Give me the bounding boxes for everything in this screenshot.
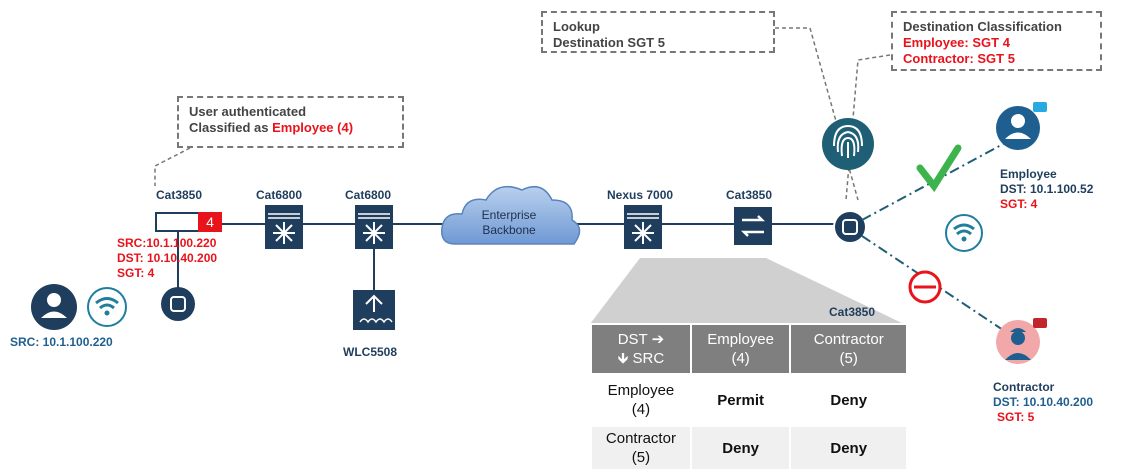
dest-callout-contractor: Contractor: SGT 5 bbox=[903, 51, 1015, 66]
contractor-user-icon bbox=[996, 318, 1047, 364]
packet-dst: DST: 10.10.40.200 bbox=[117, 251, 218, 265]
lookup-callout-line2: Destination SGT 5 bbox=[553, 35, 665, 50]
matrix-row1-line2: (5) bbox=[631, 449, 651, 466]
matrix-row0-line1: Employee bbox=[607, 382, 675, 399]
cat3850-right-switch-icon bbox=[734, 207, 772, 245]
cat3850-left-label: Cat3850 bbox=[156, 188, 203, 202]
packet-info: SRC:10.1.100.220 DST: 10.10.40.200 SGT: … bbox=[117, 236, 217, 281]
matrix-corner-cell: DST ➔ 🡻 SRC bbox=[590, 323, 692, 375]
contractor-name: Contractor bbox=[993, 380, 1055, 394]
cat3850-table-label: Cat3850 bbox=[829, 305, 876, 319]
lookup-leader bbox=[775, 27, 859, 201]
contractor-sgt: SGT: 5 bbox=[997, 410, 1035, 424]
employee-dst: DST: 10.1.100.52 bbox=[1000, 182, 1094, 196]
matrix-row-label: Employee (4) bbox=[590, 373, 692, 427]
sgt-tag-label: 4 bbox=[206, 214, 214, 230]
matrix-row1-line1: Contractor bbox=[605, 430, 676, 447]
zoom-funnel bbox=[590, 258, 904, 324]
backbone-label-line2: Backbone bbox=[482, 223, 536, 237]
nexus7000-switch-icon bbox=[624, 205, 662, 249]
cat6800-a-label: Cat6800 bbox=[256, 188, 303, 202]
auth-callout-line1: User authenticated bbox=[189, 104, 307, 119]
packet-sgt: SGT: 4 bbox=[117, 266, 155, 280]
contractor-dst: DST: 10.10.40.200 bbox=[993, 395, 1094, 409]
auth-leader bbox=[154, 147, 191, 186]
backbone-label-line1: Enterprise bbox=[481, 208, 537, 222]
matrix-col-employee: Employee (4) bbox=[689, 323, 792, 375]
permit-check-icon bbox=[916, 144, 962, 193]
matrix-row-employee: Employee (4) Permit Deny bbox=[590, 373, 908, 427]
cat6800-b-label: Cat6800 bbox=[345, 188, 392, 202]
packet-src: SRC:10.1.100.220 bbox=[117, 236, 217, 250]
cat6800-b-switch-icon bbox=[355, 205, 393, 249]
cat3850-right-label: Cat3850 bbox=[726, 188, 773, 202]
matrix-col2-line2: (5) bbox=[839, 350, 858, 367]
wlc5508-label: WLC5508 bbox=[343, 345, 398, 359]
matrix-cell-permit: Permit bbox=[689, 373, 792, 427]
employee-user-icon bbox=[996, 102, 1047, 150]
nexus7000-label: Nexus 7000 bbox=[607, 188, 674, 202]
auth-callout-prefix: Classified as bbox=[189, 120, 273, 135]
employee-sgt: SGT: 4 bbox=[1000, 197, 1038, 211]
deny-icon bbox=[908, 270, 942, 304]
contractor-info: Contractor DST: 10.10.40.200 SGT: 5 bbox=[993, 380, 1093, 425]
cat3850-left-switch-icon bbox=[155, 212, 222, 232]
matrix-cell-deny: Deny bbox=[789, 425, 908, 471]
matrix-header-row: DST ➔ 🡻 SRC Employee (4) Contractor (5) bbox=[590, 323, 908, 375]
wifi-icon-left bbox=[87, 287, 127, 327]
matrix-corner-line2: 🡻 SRC bbox=[617, 350, 665, 367]
auth-callout-value: Employee (4) bbox=[272, 120, 354, 135]
lookup-callout-line1: Lookup bbox=[553, 19, 600, 34]
cat6800-a-switch-icon bbox=[265, 205, 303, 249]
matrix-row-contractor: Contractor (5) Deny Deny bbox=[590, 425, 908, 471]
source-user-label: SRC: 10.1.100.220 bbox=[10, 335, 113, 349]
enterprise-backbone-cloud bbox=[441, 185, 581, 245]
auth-callout: User authenticated Classified as Employe… bbox=[177, 96, 404, 148]
access-point-icon-right bbox=[833, 210, 867, 244]
matrix-col2-line1: Contractor bbox=[813, 331, 884, 348]
employee-info: Employee DST: 10.1.100.52 SGT: 4 bbox=[1000, 167, 1093, 212]
auth-callout-line2: Classified as Employee (4) bbox=[189, 120, 392, 136]
access-point-icon-left bbox=[161, 287, 195, 321]
matrix-col1-line2: (4) bbox=[731, 350, 750, 367]
matrix-cell-deny: Deny bbox=[789, 373, 908, 427]
destination-classification-callout: Destination Classification Employee: SGT… bbox=[891, 11, 1102, 71]
fingerprint-icon bbox=[822, 118, 874, 170]
matrix-row-label: Contractor (5) bbox=[590, 425, 692, 471]
matrix-col-contractor: Contractor (5) bbox=[789, 323, 908, 375]
lookup-callout: Lookup Destination SGT 5 bbox=[541, 11, 775, 53]
matrix-corner-line1: DST ➔ bbox=[617, 331, 665, 348]
wlc-controller-icon bbox=[353, 290, 395, 330]
employee-name: Employee bbox=[1000, 167, 1057, 181]
user-icon bbox=[31, 284, 77, 330]
matrix-row0-line2: (4) bbox=[631, 401, 651, 418]
wifi-icon-right bbox=[945, 214, 983, 252]
sgt-policy-matrix: DST ➔ 🡻 SRC Employee (4) Contractor (5) Emp… bbox=[590, 323, 908, 471]
matrix-col1-line1: Employee bbox=[707, 331, 774, 348]
dest-callout-title: Destination Classification bbox=[903, 19, 1062, 34]
matrix-cell-deny: Deny bbox=[689, 425, 792, 471]
backbone-label: Enterprise Backbone bbox=[468, 208, 550, 238]
dest-callout-employee: Employee: SGT 4 bbox=[903, 35, 1010, 50]
